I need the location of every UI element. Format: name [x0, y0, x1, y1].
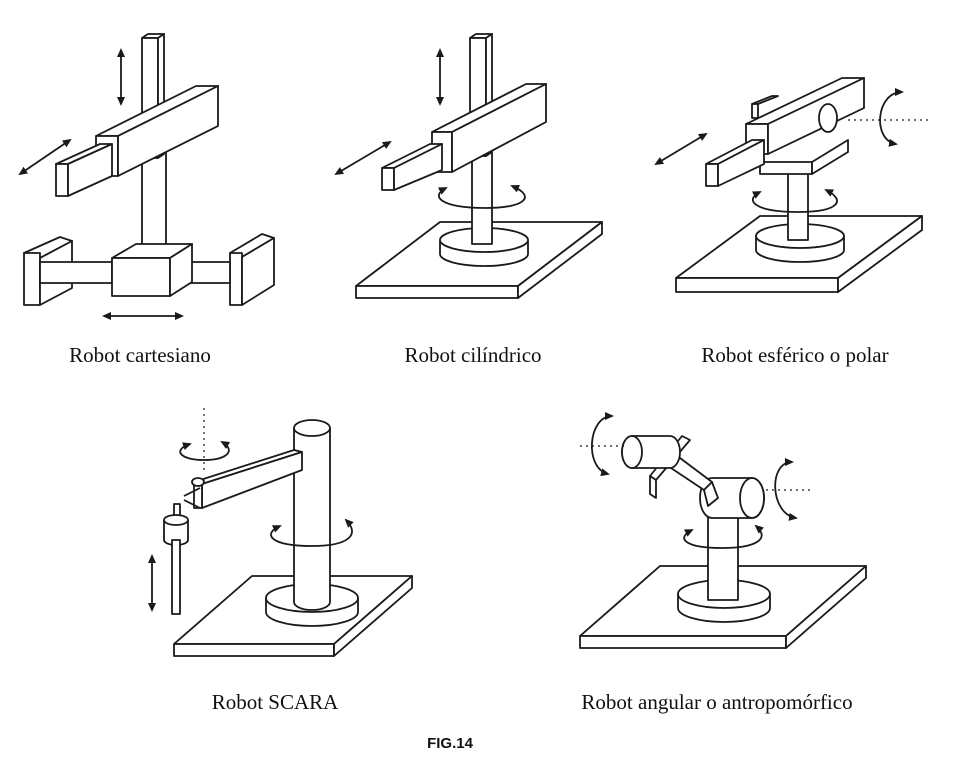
rotation-arrow-icon: [751, 189, 837, 212]
caption-scara: Robot SCARA: [211, 690, 339, 714]
scara-robot: [164, 420, 412, 656]
caption-spherical: Robot esférico o polar: [701, 343, 889, 367]
spherical-motion-arrows: [654, 88, 928, 212]
cylindrical-motion-arrows: [334, 48, 525, 208]
caption-cylindrical: Robot cilíndrico: [404, 343, 542, 367]
cylindrical-robot: [356, 34, 602, 298]
cartesian-motion-arrows: [18, 48, 184, 320]
angular-robot: [580, 436, 866, 648]
rotation-arrow-icon: [880, 88, 904, 147]
rotation-arrow-icon: [592, 412, 614, 477]
double-arrow-icon: [18, 138, 72, 176]
spherical-robot: [676, 78, 922, 292]
rotation-arrow-icon: [684, 524, 764, 548]
angular-motion-arrows: [580, 412, 810, 548]
scara-motion-arrows: [148, 408, 354, 612]
double-arrow-icon: [334, 140, 392, 176]
cartesian-robot: [24, 34, 274, 305]
figure-label: FIG.14: [427, 735, 473, 752]
rotation-arrow-icon: [437, 185, 525, 208]
rotation-arrow-icon: [180, 441, 231, 460]
double-arrow-icon: [654, 132, 708, 166]
rotation-arrow-icon: [775, 458, 798, 521]
caption-cartesian: Robot cartesiano: [69, 343, 211, 367]
caption-angular: Robot angular o antropomórfico: [581, 690, 853, 714]
rotation-arrow-icon: [271, 518, 354, 546]
